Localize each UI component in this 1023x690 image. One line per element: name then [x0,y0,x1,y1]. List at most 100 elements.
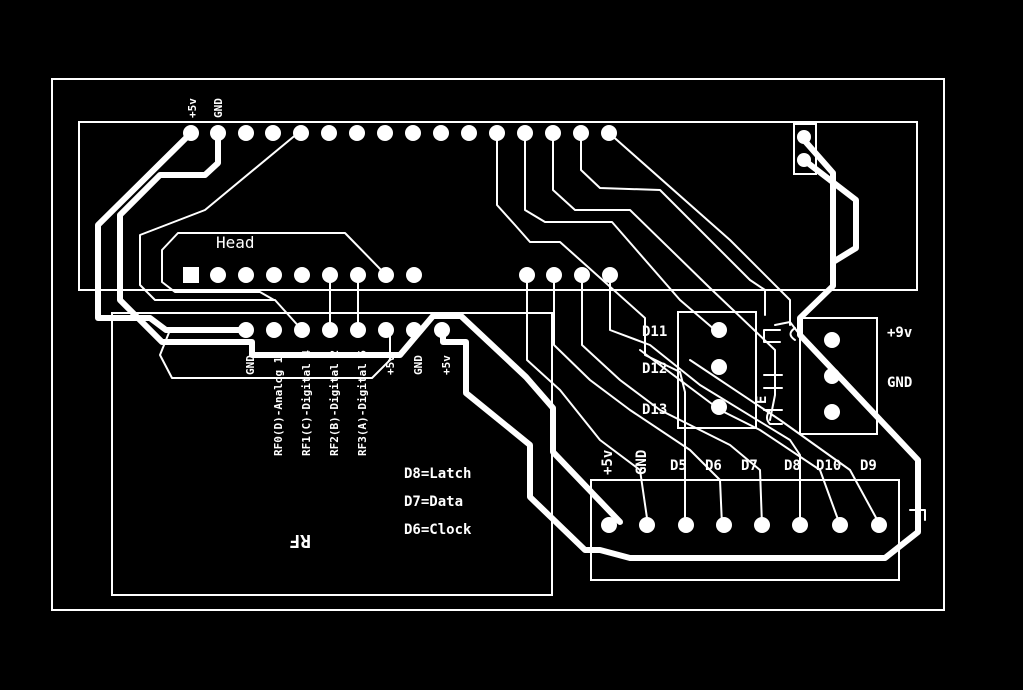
trace [609,274,801,526]
connector-label: D6 [705,458,722,474]
pad [871,517,887,533]
rf-pin-label: RF2(B)-Digital 2 [328,350,341,456]
rf-pin-label: +5v [440,355,453,375]
pad [378,322,394,338]
pad [265,125,281,141]
note-latch: D8=Latch [404,466,471,482]
pad [349,125,365,141]
header-outline [78,121,918,291]
pad [711,322,727,338]
rf-pin-label: RF1(C)-Digital 4 [300,350,313,456]
pad [238,267,254,283]
pad-square [183,267,199,283]
connector-label: D9 [860,458,877,474]
transistor-label: D12 [642,361,667,377]
pad [545,125,561,141]
pad [322,267,338,283]
pad [293,125,309,141]
trace [524,132,716,331]
trace [774,321,801,336]
rf-pin-label: RF3(A)-Digital 5 [356,350,369,456]
right-connector-pads [601,517,887,533]
transistor-label: D13 [642,402,667,418]
pad [711,359,727,375]
transistor-label: D11 [642,324,667,340]
pad [519,267,535,283]
trace [440,137,921,561]
pad [321,125,337,141]
rf-pads [238,322,450,338]
pad [639,517,655,533]
pad [266,322,282,338]
traces [95,130,921,561]
pad [238,125,254,141]
pad [546,267,562,283]
trace [117,130,623,525]
power-pads [824,332,840,420]
pad [434,322,450,338]
trace [526,274,649,526]
note-clock: D6=Clock [404,522,472,538]
pad [792,517,808,533]
connector-label: +5v [600,450,616,475]
pad [678,517,694,533]
pad [461,125,477,141]
pad [824,404,840,420]
connector-label: D5 [670,458,687,474]
rf-pin-label: GND [412,355,425,375]
trace [161,232,387,301]
pad [378,267,394,283]
pad [294,267,310,283]
header-gnd-label: GND [212,98,225,118]
head-label: Head [216,233,255,252]
pad [238,322,254,338]
board-outline [51,78,945,611]
jumper-pads [797,130,811,167]
power-gnd-label: GND [887,375,912,391]
power-connector-outline [799,317,878,435]
pad [210,267,226,283]
pad [350,322,366,338]
connector-label: D10 [816,458,841,474]
header-pads-top [183,125,617,141]
trace [580,132,766,316]
pad [797,153,811,167]
trace [95,130,249,333]
rf-pin-label: RF0(D)-Analog 1 [272,356,285,456]
pad [210,125,226,141]
pad [711,399,727,415]
rf-label: RF [289,530,311,551]
pad [574,267,590,283]
trace [581,274,763,526]
pad [832,517,848,533]
transistor-pads [711,322,727,415]
transistor-side-label: E [754,396,770,404]
pad [602,267,618,283]
connector-label: D8 [784,458,801,474]
pad [266,267,282,283]
pad [716,517,732,533]
pad [406,267,422,283]
pad [405,125,421,141]
connector-label: GND [634,450,650,475]
pad [573,125,589,141]
pad [377,125,393,141]
pad [294,322,310,338]
pad [183,125,199,141]
trace [689,359,881,526]
transistor-side-glyph [763,327,926,521]
pad [433,125,449,141]
right-connector-outline [590,479,900,581]
trace [801,157,859,265]
pad [797,130,811,144]
header-pads-bottom [183,267,618,283]
pad [350,267,366,283]
rf-pin-label: +5v [384,355,397,375]
trace [159,329,391,379]
trace [553,274,723,526]
trace [639,349,841,526]
pad [322,322,338,338]
pad [406,322,422,338]
pad [824,332,840,348]
